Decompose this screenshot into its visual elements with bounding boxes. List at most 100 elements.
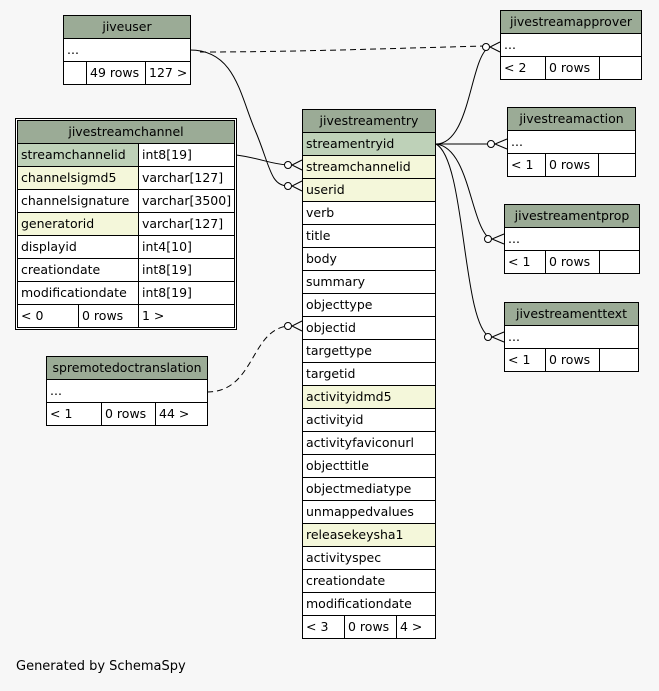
link-jiveuser-jivestreamapprover	[199, 45, 489, 53]
optional-marker	[284, 161, 292, 169]
stat-rows: 0 rows	[78, 305, 138, 327]
optional-marker	[482, 43, 490, 51]
stat-children: < 3	[306, 619, 329, 634]
table-jivestreamaction[interactable]: jivestreamaction ... < 1 0 rows	[507, 107, 636, 177]
column-name: objectid	[306, 320, 356, 335]
stat-children	[64, 62, 86, 84]
stat-rows: 49 rows	[86, 62, 145, 84]
crowfoot-marker	[493, 138, 508, 150]
column-name: verb	[306, 205, 335, 220]
table-title: jivestreamapprover	[501, 11, 641, 34]
link-spremotedoctranslation-objectid	[206, 325, 289, 393]
column-name: displayid	[21, 239, 77, 254]
stat-rows: 0 rows	[545, 251, 599, 273]
column-type: varchar[127]	[138, 213, 234, 235]
column-name: streamentryid	[303, 133, 435, 155]
optional-marker	[484, 235, 492, 243]
generated-by-footer: Generated by SchemaSpy	[16, 659, 186, 674]
column-name: activityspec	[306, 550, 382, 565]
link-jiveuser-userid	[189, 49, 289, 187]
stat-parents: 44 >	[155, 403, 207, 425]
table-row: ...	[508, 329, 520, 344]
column-name: modificationdate	[306, 596, 412, 611]
stat-rows: 0 rows	[101, 403, 155, 425]
stat-children: < 1	[508, 352, 531, 367]
link-streamentryid-approver	[435, 47, 489, 145]
table-title: jivestreamenttext	[505, 303, 638, 326]
column-name: body	[306, 251, 337, 266]
stat-children: < 2	[504, 60, 527, 75]
table-row: ...	[511, 134, 523, 149]
table-title: jivestreamentprop	[505, 205, 639, 228]
column-type: int8[19]	[138, 282, 234, 304]
column-name: channelsignature	[21, 193, 130, 208]
table-jivestreamenttext[interactable]: jivestreamenttext ... < 1 0 rows	[504, 302, 639, 372]
column-name: unmappedvalues	[306, 504, 414, 519]
stat-children: < 0	[21, 308, 44, 323]
column-type: int8[19]	[138, 259, 234, 281]
crowfoot-marker	[290, 159, 303, 171]
table-row: ...	[504, 37, 516, 52]
column-type: int8[19]	[138, 144, 234, 166]
column-type: int4[10]	[138, 236, 234, 258]
column-name: modificationdate	[21, 285, 127, 300]
stat-children: < 1	[511, 157, 534, 172]
table-row: ...	[50, 383, 62, 398]
link-streamentryid-entprop	[435, 143, 491, 240]
column-type: varchar[127]	[138, 167, 234, 189]
table-jivestreamapprover[interactable]: jivestreamapprover ... < 2 0 rows	[500, 10, 642, 80]
table-row: ...	[508, 231, 520, 246]
table-jivestreamentprop[interactable]: jivestreamentprop ... < 1 0 rows	[504, 204, 640, 274]
crowfoot-marker	[490, 233, 505, 245]
column-name: creationdate	[306, 573, 386, 588]
stat-parents: 1 >	[138, 305, 234, 327]
column-name: objectmediatype	[306, 481, 412, 496]
column-name: objecttitle	[306, 458, 369, 473]
stat-parents	[599, 349, 638, 371]
optional-marker	[487, 140, 495, 148]
stat-children: < 1	[50, 406, 73, 421]
stat-rows: 0 rows	[545, 349, 599, 371]
column-name: streamchannelid	[303, 156, 435, 178]
column-type: varchar[3500]	[138, 190, 234, 212]
crowfoot-marker	[490, 331, 505, 343]
optional-marker	[484, 333, 492, 341]
table-title: jiveuser	[64, 16, 190, 39]
stat-rows: 0 rows	[545, 154, 598, 176]
optional-marker	[284, 322, 292, 330]
link-streamchannelid	[235, 154, 289, 166]
stat-parents: 127 >	[145, 62, 190, 84]
stat-children: < 1	[508, 254, 531, 269]
stat-parents	[598, 154, 635, 176]
stat-parents	[599, 251, 639, 273]
column-name: releasekeysha1	[303, 524, 435, 546]
table-jiveuser[interactable]: jiveuser ... 49 rows 127 >	[63, 15, 191, 85]
column-name: title	[306, 228, 331, 243]
column-name: activityfaviconurl	[306, 435, 414, 450]
optional-marker	[284, 182, 292, 190]
table-title: jivestreamchannel	[18, 121, 234, 144]
column-name: userid	[303, 179, 435, 201]
table-title: spremotedoctranslation	[47, 357, 207, 380]
stat-parents	[599, 57, 641, 79]
table-spremotedoctranslation[interactable]: spremotedoctranslation ... < 1 0 rows 44…	[46, 356, 208, 426]
stat-rows: 0 rows	[545, 57, 599, 79]
column-name: activityid	[306, 412, 364, 427]
crowfoot-marker	[290, 180, 303, 192]
table-title: jivestreamentry	[303, 110, 435, 133]
column-name: generatorid	[18, 213, 138, 235]
stat-parents: 4 >	[396, 616, 435, 638]
column-name: streamchannelid	[18, 144, 138, 166]
table-jivestreamentry[interactable]: jivestreamentry streamentryid streamchan…	[302, 109, 436, 639]
table-row: ...	[67, 42, 79, 57]
column-name: objecttype	[306, 297, 373, 312]
crowfoot-marker	[488, 41, 501, 53]
link-streamentryid-enttext	[435, 143, 491, 338]
column-name: channelsigmd5	[18, 167, 138, 189]
column-name: creationdate	[21, 262, 101, 277]
column-name: targettype	[306, 343, 372, 358]
column-name: targetid	[306, 366, 356, 381]
column-name: summary	[306, 274, 365, 289]
